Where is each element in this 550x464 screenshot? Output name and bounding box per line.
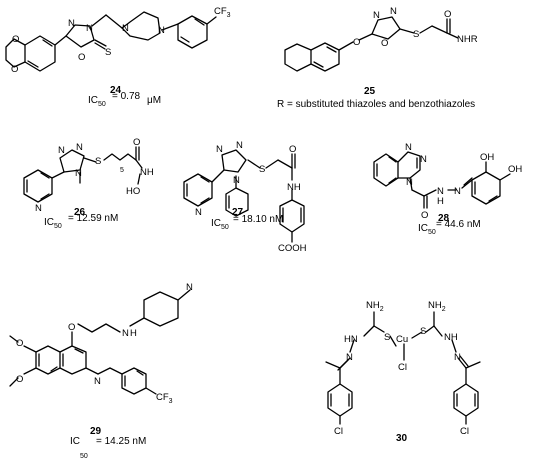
compound-24-structure	[5, 11, 217, 72]
compound-30-structure	[325, 311, 481, 425]
atom-hn: HN	[344, 334, 358, 345]
atom-nh: NH	[140, 167, 154, 178]
atom-n: N	[454, 186, 461, 197]
atom-n: N	[68, 18, 75, 29]
compound-number-26: 26	[74, 207, 86, 218]
atom-nh2: NH2	[366, 300, 384, 313]
atom-cl: Cl	[398, 362, 407, 373]
ic50-value: = 18.10 nM	[233, 214, 283, 225]
atom-n: N	[216, 144, 223, 155]
atom-n: N	[58, 145, 65, 156]
atom-n: N	[405, 142, 412, 153]
ic50-label: IC50	[211, 218, 229, 231]
ic50-label: IC50	[418, 223, 436, 236]
atom-o: O	[133, 137, 140, 148]
atom-n: N	[75, 168, 82, 179]
compound-25-structure	[284, 16, 459, 72]
atom-cooh: COOH	[278, 243, 307, 254]
atom-n: N	[122, 23, 129, 34]
atom-cl: Cl	[460, 426, 469, 437]
atom-n: N	[236, 140, 243, 151]
atom-s: S	[95, 156, 101, 167]
atom-o: O	[353, 37, 360, 48]
atom-s: S	[384, 332, 390, 343]
atom-n: N	[35, 203, 42, 214]
atom-o: O	[444, 9, 451, 20]
ic50-label: IC50	[70, 436, 88, 460]
compound-number-30: 30	[396, 433, 408, 444]
ic50-value: = 12.59 nM	[68, 213, 118, 224]
compound-number-27: 27	[232, 207, 244, 218]
atom-n: N	[233, 175, 240, 186]
ic50-label: IC50	[44, 217, 62, 230]
atom-o: O	[421, 210, 428, 221]
atom-s: S	[259, 164, 265, 175]
compound-number-29: 29	[90, 426, 102, 437]
atom-n: N	[94, 376, 101, 387]
atom-o: O	[289, 144, 296, 155]
ic50-value: = 44.6 nM	[436, 219, 481, 230]
atom-oh: OH	[480, 152, 494, 163]
atom-nh: NH	[444, 332, 458, 343]
ic50-value: = 14.25 nM	[96, 436, 146, 447]
compound-number-24: 24	[110, 85, 122, 96]
atom-s: S	[420, 326, 426, 337]
atom-nh2: NH2	[428, 300, 446, 313]
atom-cu: Cu	[396, 334, 408, 345]
atom-n: N	[76, 142, 83, 153]
atom-o: O	[381, 38, 388, 49]
atom-o: O	[11, 64, 18, 75]
ic50-unit: μM	[147, 95, 161, 106]
compound-number-25: 25	[364, 86, 376, 97]
atom-n: N	[390, 6, 397, 17]
chain-length-subscript: 5	[120, 167, 124, 174]
atom-cf3: CF3	[214, 6, 231, 19]
atom-n: N	[437, 186, 444, 197]
atom-o: O	[78, 52, 85, 63]
atom-h: H	[437, 196, 444, 207]
atom-o: O	[68, 322, 75, 333]
compound-27-structure	[183, 149, 305, 243]
ic50-label: IC50	[88, 95, 106, 108]
atom-n: N	[186, 282, 193, 293]
atom-nhr: NHR	[457, 34, 478, 45]
atom-s: S	[413, 29, 419, 40]
atom-h: H	[130, 328, 137, 339]
atom-oh: OH	[508, 164, 522, 175]
atom-s: S	[105, 47, 111, 58]
atom-n: N	[454, 352, 461, 363]
atom-n: N	[195, 207, 202, 218]
atom-n: N	[420, 154, 427, 165]
atom-nh: NH	[287, 182, 301, 193]
atom-cf3: CF3	[156, 392, 173, 405]
compound-number-28: 28	[438, 213, 450, 224]
atom-n: N	[406, 177, 413, 188]
atom-n: N	[86, 23, 93, 34]
atom-o: O	[16, 374, 23, 385]
atom-n: N	[158, 25, 165, 36]
compound-26-structure	[23, 146, 143, 203]
compound-29-structure	[9, 289, 191, 395]
atom-n: N	[122, 328, 129, 339]
atom-o: O	[16, 338, 23, 349]
compound-28-structure	[373, 151, 511, 209]
atom-cl: Cl	[334, 426, 343, 437]
ic50-value: = 0.78	[112, 91, 141, 102]
compound-25-caption: R = substituted thiazoles and benzothiaz…	[277, 99, 475, 110]
atom-n: N	[373, 10, 380, 21]
atom-n: N	[346, 352, 353, 363]
atom-ho: HO	[126, 186, 140, 197]
atom-o: O	[12, 34, 19, 45]
